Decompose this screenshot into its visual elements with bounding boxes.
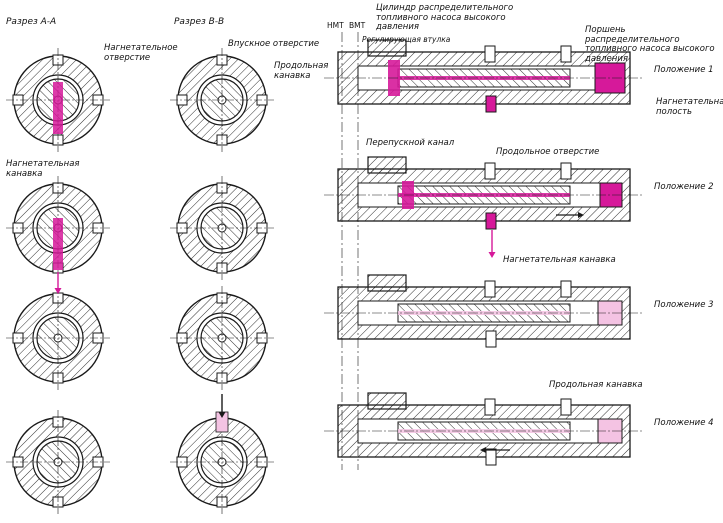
arrow-discharge-aa-head bbox=[54, 288, 62, 294]
label-long-groove: Продольная канавка bbox=[274, 61, 329, 81]
position-1-label: Положение 1 bbox=[654, 65, 714, 75]
label-discharge-groove: Нагнетательная канавка bbox=[6, 159, 80, 179]
disc-aa-3 bbox=[6, 286, 110, 390]
reg-sleeve bbox=[367, 39, 407, 57]
stud bbox=[560, 280, 572, 298]
flow-arrow-pos4-head bbox=[480, 447, 486, 453]
label-inlet-hole: Впускное отверстие bbox=[228, 39, 320, 49]
section-aa-title: Разрез А-А bbox=[6, 17, 57, 27]
outlet-port bbox=[485, 330, 497, 348]
disc-bb-1 bbox=[170, 48, 274, 152]
label-long-hole: Продольное отверстие bbox=[496, 147, 600, 157]
position-3-label: Положение 3 bbox=[654, 300, 714, 310]
label-discharge-cavity: Нагнетательная полость bbox=[656, 97, 723, 117]
label-discharge-hole: Нагнетательное отверстие bbox=[104, 43, 178, 63]
stud bbox=[484, 398, 496, 416]
piston-section-4 bbox=[324, 392, 644, 466]
disc-aa-2 bbox=[6, 176, 110, 280]
arrow-inlet-bb-head bbox=[218, 412, 226, 418]
stud bbox=[560, 45, 572, 63]
label-discharge-groove2: Нагнетательная канавка bbox=[503, 255, 616, 265]
label-reg-sleeve: Регулирующая втулка bbox=[362, 35, 451, 44]
label-cylinder: Цилиндр распределительного топливного на… bbox=[376, 3, 514, 32]
disc-aa-1 bbox=[6, 48, 110, 152]
stud bbox=[484, 162, 496, 180]
piston-section-3 bbox=[324, 274, 644, 348]
flow-arrow-pos2-head bbox=[578, 212, 584, 218]
reg-sleeve bbox=[367, 156, 407, 174]
position-2-label: Положение 2 bbox=[654, 182, 714, 192]
disc-pressure-channel bbox=[53, 82, 63, 134]
stud bbox=[560, 398, 572, 416]
stud bbox=[484, 280, 496, 298]
discharge-arrow-pos2-head bbox=[488, 252, 496, 258]
piston-section-2 bbox=[324, 156, 644, 230]
label-vmt: ВМТ bbox=[349, 21, 366, 30]
piston-section-1 bbox=[324, 39, 644, 113]
stud bbox=[484, 45, 496, 63]
leader-lines bbox=[54, 32, 584, 470]
disc-bb-4 bbox=[170, 410, 274, 514]
label-bypass: Перепускной канал bbox=[366, 138, 455, 148]
disc-pressure-channel bbox=[53, 218, 63, 270]
stud bbox=[560, 162, 572, 180]
label-nmt: НМТ bbox=[327, 21, 344, 30]
label-long-groove2: Продольная канавка bbox=[549, 380, 643, 390]
reg-sleeve bbox=[367, 392, 407, 410]
longitudinal-sections bbox=[324, 39, 644, 466]
label-piston: Поршень распределительного топливного на… bbox=[585, 25, 715, 64]
disc-bb-2 bbox=[170, 176, 274, 280]
disc-aa-4 bbox=[6, 410, 110, 514]
section-bb-title: Разрез В-В bbox=[174, 17, 225, 27]
reg-sleeve bbox=[367, 274, 407, 292]
outlet-port bbox=[485, 95, 497, 113]
position-4-label: Положение 4 bbox=[654, 418, 714, 428]
cross-sections bbox=[6, 48, 274, 514]
outlet-port bbox=[485, 212, 497, 230]
outlet-port bbox=[485, 448, 497, 466]
disc-bb-3 bbox=[170, 286, 274, 390]
